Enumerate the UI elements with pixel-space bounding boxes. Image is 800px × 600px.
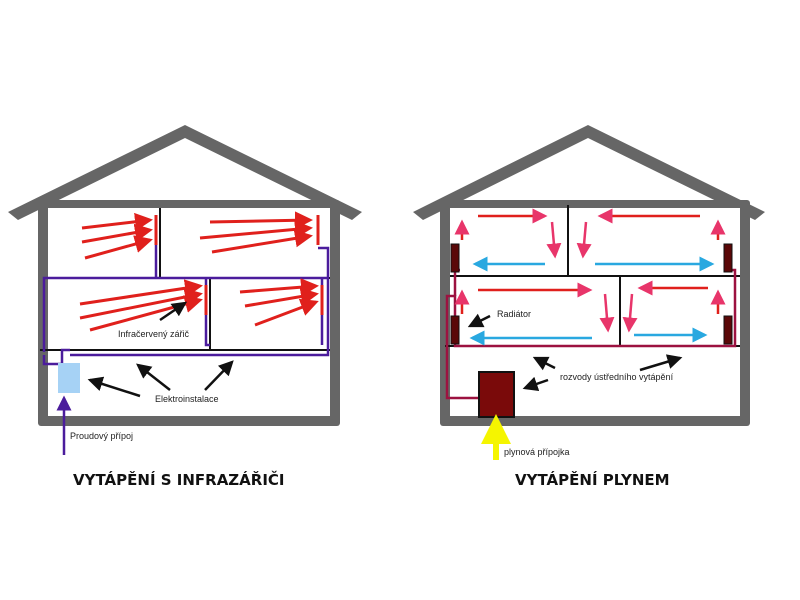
heat-rays (79, 211, 319, 332)
pipes-label: rozvody ústředního vytápění (560, 372, 674, 382)
infrared-house: Infračervený zářič Elektroinstalace Prou… (8, 125, 362, 489)
pointer-arrows (87, 301, 234, 398)
supply-label: Proudový přípoj (70, 431, 133, 441)
electrical-panel (58, 363, 80, 393)
pointer-arrows (467, 313, 683, 391)
gas-house: Radiátor rozvody ústředního vytápění ply… (413, 125, 765, 489)
gas-supply-label: plynová přípojka (504, 447, 570, 457)
radiators (450, 243, 733, 345)
infrared-heaters (154, 215, 324, 315)
radiator-label: Radiátor (497, 309, 531, 319)
warm-air-arrows (454, 208, 726, 333)
infrared-title: VYTÁPĚNÍ S INFRAZÁŘIČI (73, 470, 285, 489)
gas-boiler (478, 371, 515, 418)
cool-air-arrows (469, 256, 715, 346)
gas-title: VYTÁPĚNÍ PLYNEM (515, 470, 670, 489)
heater-label: Infračervený zářič (118, 329, 190, 339)
wiring-label: Elektroinstalace (155, 394, 219, 404)
